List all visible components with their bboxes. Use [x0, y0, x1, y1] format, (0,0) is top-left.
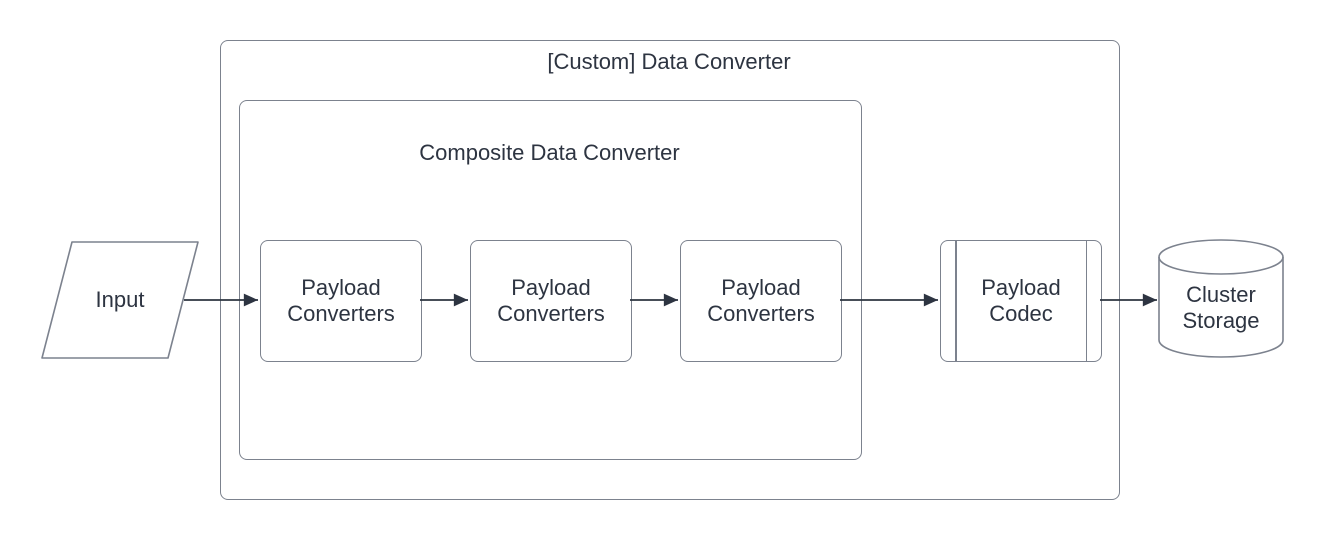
inner-container-composite-data-converter	[239, 100, 862, 460]
payload-codec-box: Payload Codec	[940, 240, 1102, 362]
inner-container-label: Composite Data Converter	[419, 140, 680, 165]
payload-converters-label-3: Payload Converters	[707, 275, 815, 326]
parallelogram-shape	[41, 241, 199, 359]
outer-container-label: [Custom] Data Converter	[547, 49, 791, 74]
payload-converters-label-1: Payload Converters	[287, 275, 395, 326]
payload-codec-label: Payload Codec	[981, 275, 1061, 326]
codec-left-bar	[955, 241, 957, 361]
cylinder-body	[1158, 239, 1284, 358]
input-node-label: Input	[95, 287, 145, 312]
payload-converters-box-2: Payload Converters	[470, 240, 632, 362]
payload-converters-label-2: Payload Converters	[497, 275, 605, 326]
payload-converters-box-1: Payload Converters	[260, 240, 422, 362]
cluster-storage-cylinder	[1158, 239, 1284, 358]
codec-right-bar	[1085, 241, 1087, 361]
payload-converters-box-3: Payload Converters	[680, 240, 842, 362]
cluster-storage-label: Cluster Storage	[1182, 282, 1260, 333]
cylinder-top-arc	[1158, 256, 1284, 275]
outer-container-custom-data-converter	[220, 40, 1120, 500]
input-node-shape	[41, 241, 199, 359]
